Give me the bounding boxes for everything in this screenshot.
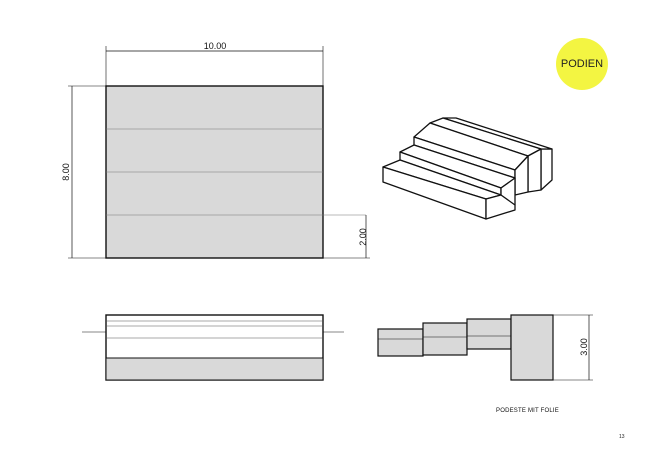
page-number: 13 [619, 434, 625, 440]
side-step-2 [422, 322, 468, 356]
iso-block-4-side [540, 148, 553, 191]
side-step-4 [510, 314, 554, 381]
plan-view: 10.00 8.00 2.00 [61, 41, 370, 259]
step-dim-label: 2.00 [358, 228, 368, 246]
width-dim-label: 10.00 [204, 41, 227, 51]
iso-step-1-side [485, 194, 516, 220]
front-elevation [82, 314, 344, 381]
side-step-3 [466, 318, 512, 350]
side-elevation: 3.00 [377, 314, 593, 381]
front-base-fill [105, 357, 324, 381]
iso-step-4-side [527, 148, 542, 193]
drawing-caption: PODESTE MIT FOLIE [496, 408, 559, 414]
side-dim-label: 3.00 [579, 338, 589, 356]
podien-badge: PODIEN [556, 38, 608, 90]
isometric-view [382, 117, 553, 220]
side-step-1 [377, 328, 424, 357]
height-dim-label: 8.00 [61, 163, 71, 181]
podien-badge-label: PODIEN [560, 58, 604, 70]
